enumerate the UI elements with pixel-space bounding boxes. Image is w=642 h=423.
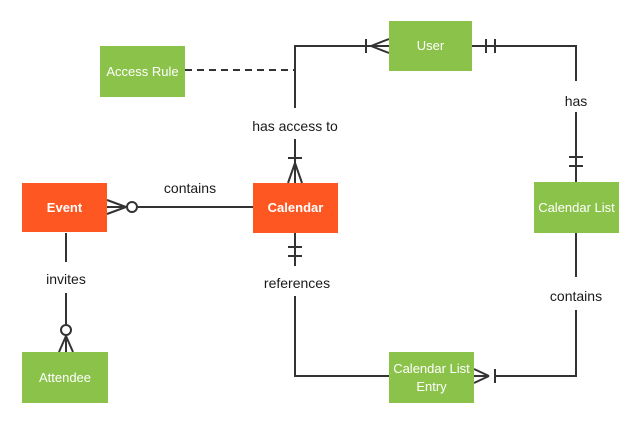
crows-foot-icon (287, 162, 303, 184)
relationship-label-invites: invites (46, 271, 86, 287)
connector-has-access-to (287, 38, 390, 184)
connector-has (472, 39, 583, 182)
entity-calendar: Calendar (253, 183, 338, 233)
entity-label: Event (46, 199, 83, 215)
entity-event: Event (22, 183, 107, 232)
entity-user: User (389, 21, 472, 71)
entity-attendee: Attendee (22, 352, 108, 403)
crows-foot-icon (473, 368, 490, 384)
entity-label: Calendar List (538, 199, 615, 215)
crows-foot-icon (58, 335, 74, 353)
crows-foot-icon (106, 199, 127, 215)
relationship-label-contains-entry: contains (549, 288, 603, 304)
zero-circle-icon (126, 201, 138, 213)
relationship-label-references: references (263, 275, 331, 291)
entity-label: Access Rule (106, 63, 179, 79)
double-tick-icon (485, 39, 496, 53)
entity-label: Calendar List Entry (393, 360, 470, 394)
connector-invites (58, 233, 74, 353)
entity-label: User (416, 38, 445, 54)
relationship-label-has-access-to: has access to (252, 118, 338, 134)
entity-label: Attendee (38, 369, 92, 385)
connector-contains-calendar-list-entry (473, 233, 577, 384)
connector-references (288, 233, 389, 377)
entity-calendar-list-entry: Calendar List Entry (389, 352, 474, 403)
entity-calendar-list: Calendar List (534, 182, 619, 233)
entity-access-rule: Access Rule (100, 46, 185, 97)
zero-circle-icon (60, 324, 72, 336)
crows-foot-icon (370, 38, 390, 54)
relationship-label-has: has (564, 93, 588, 109)
double-tick-icon (288, 246, 302, 257)
entity-label: Calendar (267, 200, 324, 216)
double-tick-icon (569, 156, 583, 167)
relationship-label-contains-event: contains (163, 180, 217, 196)
connector-contains-event-calendar (106, 199, 253, 215)
